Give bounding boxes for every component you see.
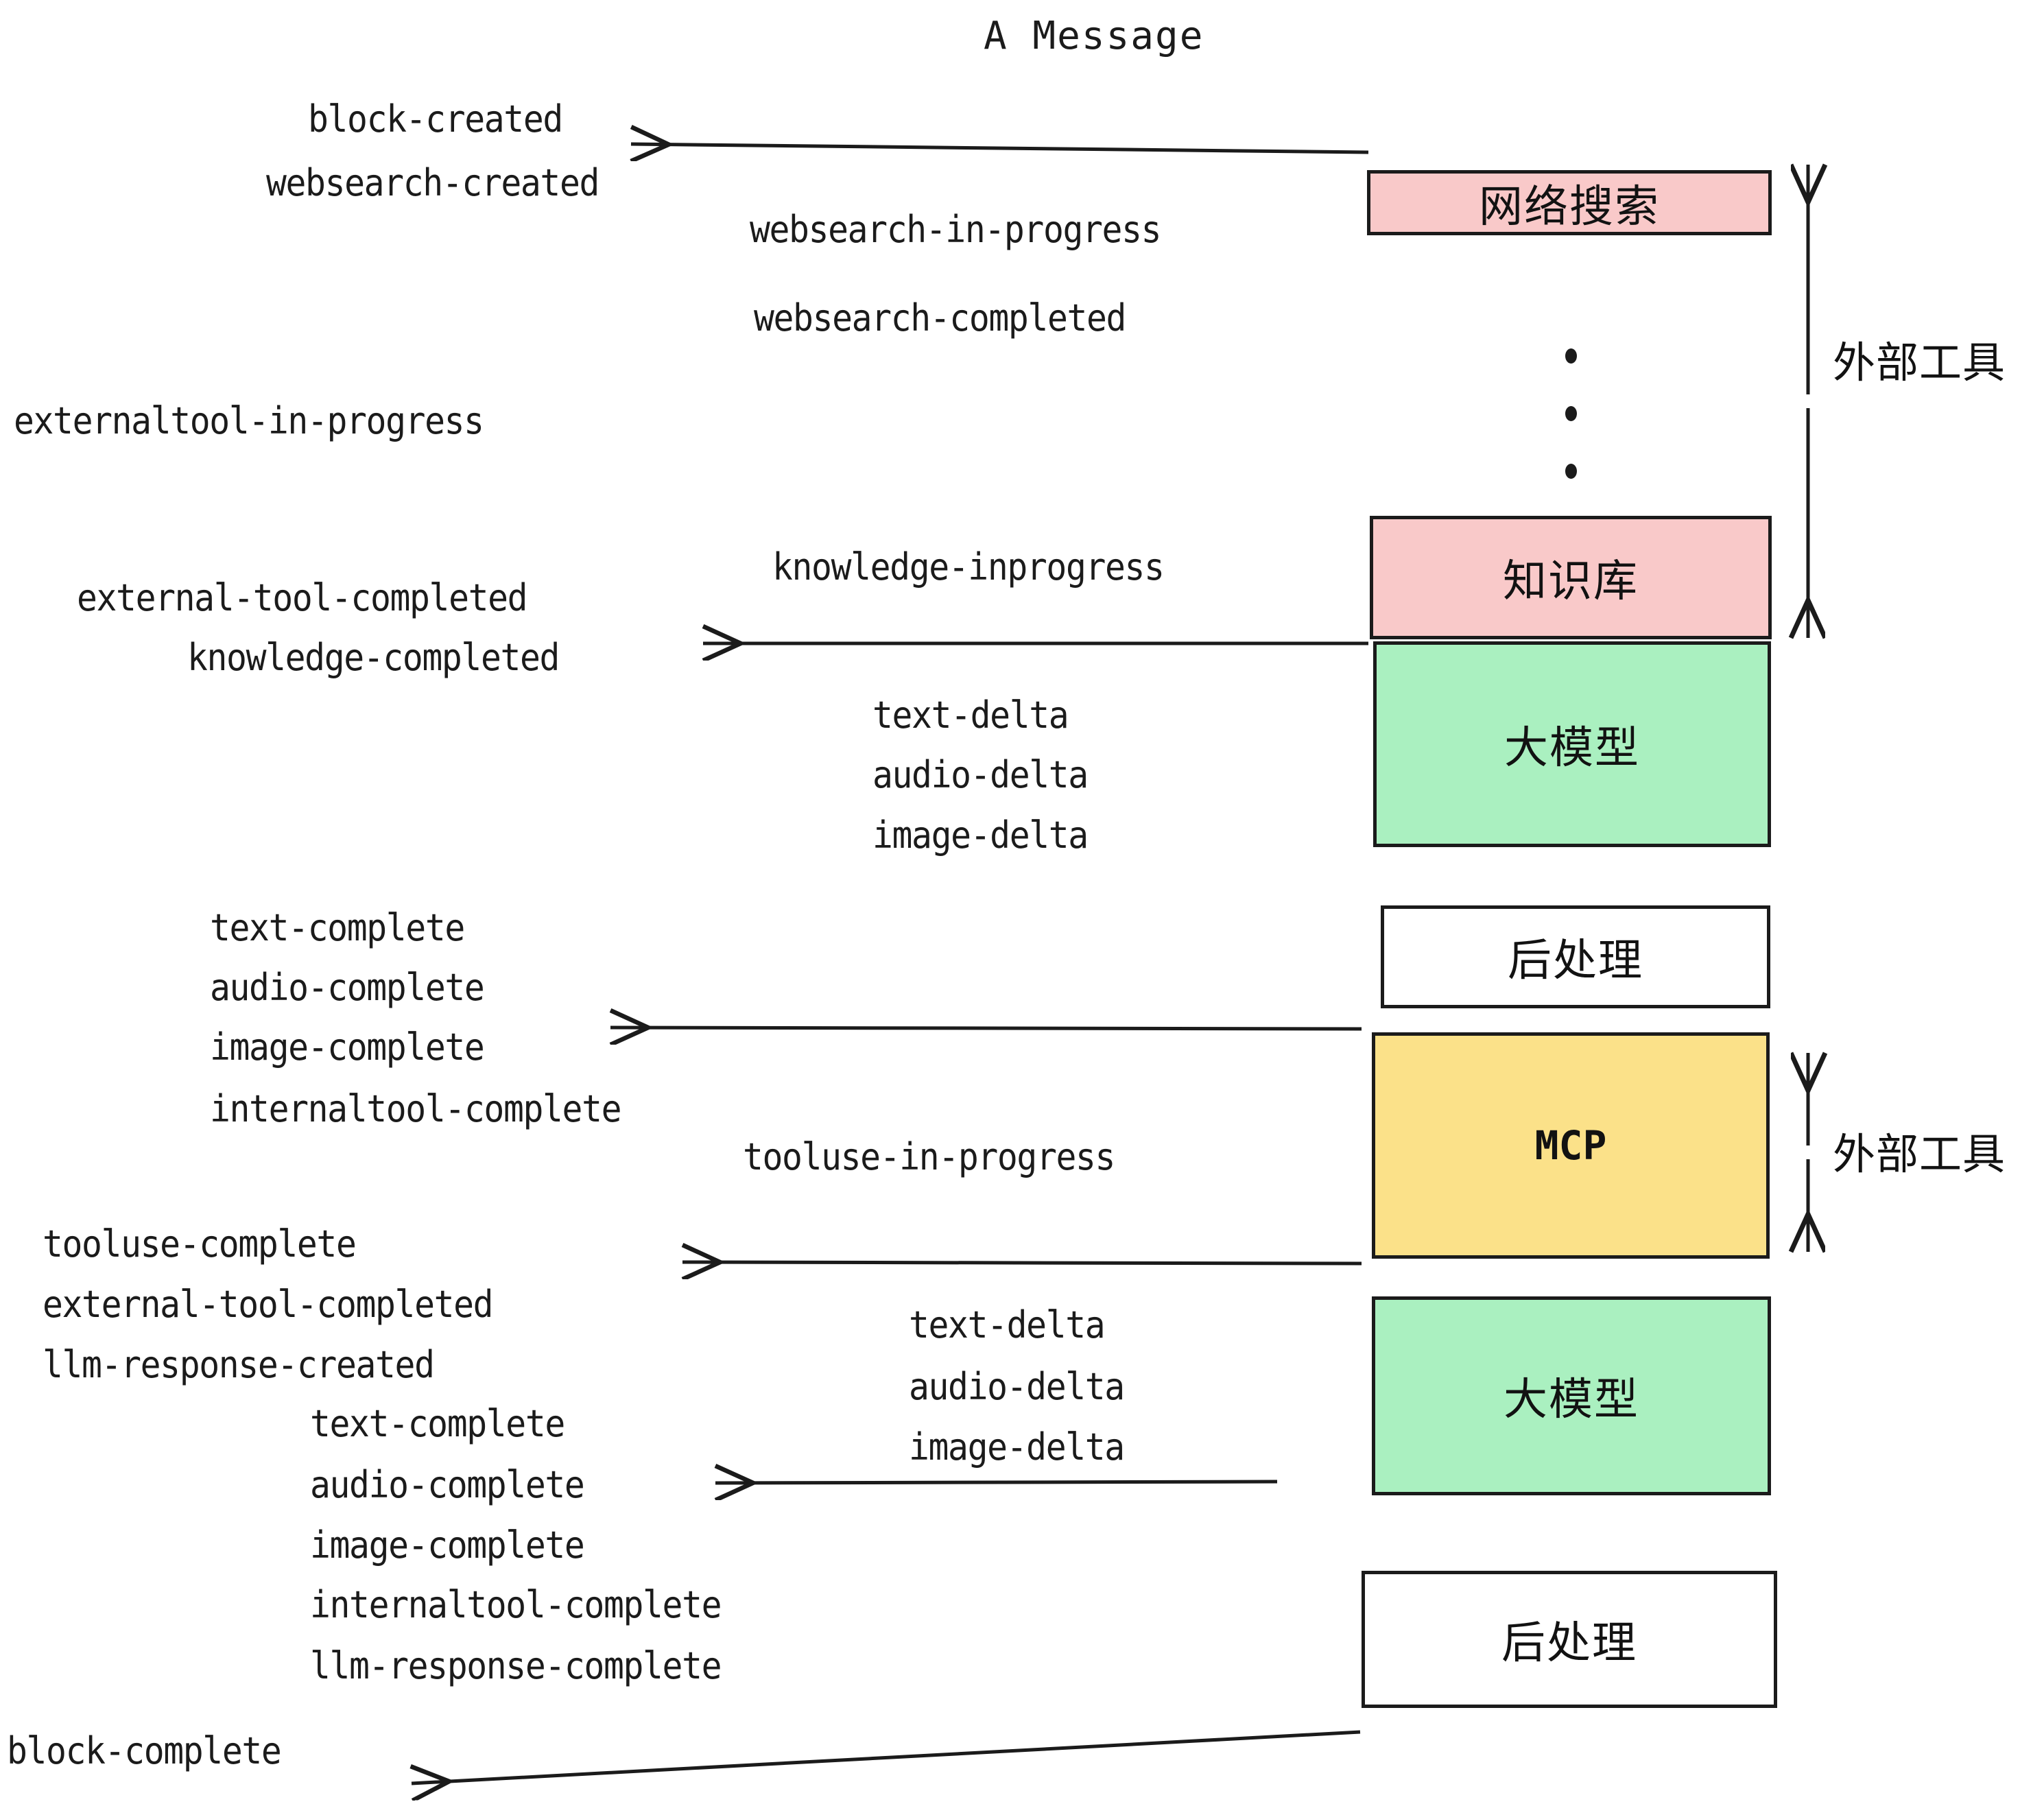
event-label-knowledge-completed: knowledge-completed xyxy=(187,636,560,679)
component-box-label: 网络搜索 xyxy=(1479,181,1660,233)
vertical-ellipsis-icon xyxy=(1564,348,1578,479)
event-label-websearch-created: websearch-created xyxy=(266,161,599,204)
component-box-postprocess-2: 后处理 xyxy=(1362,1571,1777,1708)
event-label-text-complete-2: text-complete xyxy=(310,1402,565,1445)
event-label-text-complete-1: text-complete xyxy=(210,906,465,949)
component-box-websearch: 网络搜索 xyxy=(1367,170,1772,235)
component-box-label: 知识库 xyxy=(1503,556,1639,607)
ellipsis-dot xyxy=(1565,348,1577,364)
ellipsis-dot xyxy=(1565,406,1577,421)
event-label-internaltool-complete-2: internaltool-complete xyxy=(310,1583,722,1626)
event-label-external-tool-completed-2: external-tool-completed xyxy=(43,1283,494,1326)
event-label-external-tool-completed: external-tool-completed xyxy=(77,576,528,619)
component-box-postprocess-1: 后处理 xyxy=(1381,905,1770,1008)
event-label-block-created: block-created xyxy=(308,97,563,141)
page-title: A Message xyxy=(984,14,1204,58)
event-label-internaltool-complete-1: internaltool-complete xyxy=(210,1087,622,1130)
component-box-llm-2: 大模型 xyxy=(1372,1296,1771,1495)
component-box-label: 后处理 xyxy=(1508,936,1643,986)
component-box-mcp: MCP xyxy=(1372,1032,1770,1259)
event-label-text-delta-1: text-delta xyxy=(872,693,1069,737)
event-label-text-delta-2: text-delta xyxy=(909,1303,1106,1346)
event-label-audio-complete-1: audio-complete xyxy=(210,966,485,1009)
event-label-llm-response-created: llm-response-created xyxy=(43,1343,435,1386)
side-label-external-tools-top: 外部工具 xyxy=(1833,337,2006,388)
event-label-image-complete-1: image-complete xyxy=(210,1025,485,1069)
event-label-image-complete-2: image-complete xyxy=(310,1523,585,1567)
arrow-block-created xyxy=(631,144,1369,152)
component-box-label: 大模型 xyxy=(1504,1375,1639,1425)
component-box-label: 大模型 xyxy=(1504,723,1640,774)
event-label-websearch-in-progress: websearch-in-progress xyxy=(750,208,1162,251)
component-box-llm-1: 大模型 xyxy=(1373,641,1771,847)
event-label-audio-delta-1: audio-delta xyxy=(872,753,1089,796)
event-label-tooluse-complete: tooluse-complete xyxy=(43,1222,357,1266)
component-box-label: MCP xyxy=(1534,1122,1607,1169)
ellipsis-dot xyxy=(1565,464,1577,479)
arrow-image-complete xyxy=(610,1028,1362,1029)
component-box-label: 后处理 xyxy=(1501,1618,1637,1669)
event-label-externaltool-in-progress: externaltool-in-progress xyxy=(14,399,484,442)
arrow-audio-complete xyxy=(715,1482,1278,1483)
arrow-block-complete xyxy=(412,1730,1361,1783)
side-label-external-tools-bottom: 外部工具 xyxy=(1833,1129,2006,1179)
event-label-audio-delta-2: audio-delta xyxy=(909,1365,1125,1408)
event-label-image-delta-2: image-delta xyxy=(909,1425,1125,1469)
event-label-block-complete: block-complete xyxy=(7,1729,282,1772)
arrow-tooluse-complete xyxy=(682,1262,1362,1263)
event-label-knowledge-inprogress: knowledge-inprogress xyxy=(772,545,1165,589)
event-label-image-delta-1: image-delta xyxy=(872,814,1089,857)
event-label-audio-complete-2: audio-complete xyxy=(310,1463,585,1506)
event-label-llm-response-complete: llm-response-complete xyxy=(310,1644,722,1687)
event-label-websearch-completed: websearch-completed xyxy=(754,296,1126,340)
event-label-tooluse-in-progress: tooluse-in-progress xyxy=(743,1135,1115,1178)
component-box-knowledgebase: 知识库 xyxy=(1370,516,1772,639)
